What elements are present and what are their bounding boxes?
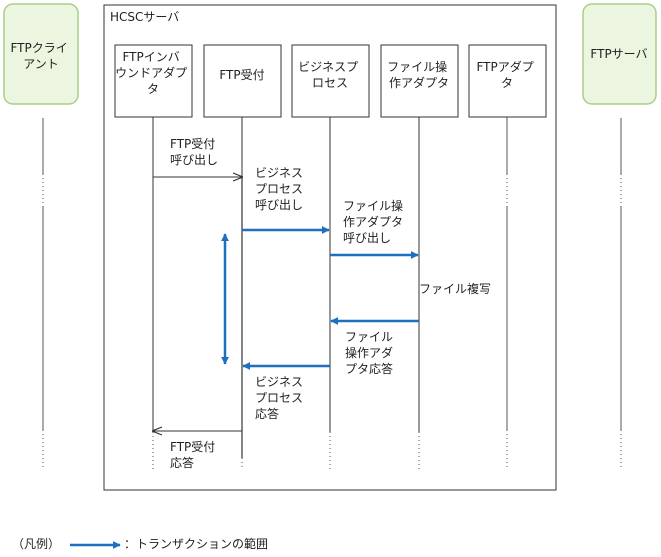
msg2-line3: 呼び出し [255,198,303,212]
legend-prefix: （凡例） [12,537,60,551]
container-title: HCSCサーバ [110,10,179,24]
msg3-line2: 作アダプタ [343,214,403,229]
component-inbound-label-1: FTPインバ [122,50,179,64]
msg3-line1: ファイル操 [343,198,403,213]
msg2-line2: プロセス [255,182,303,196]
component-inbound-label-2: ウンドアダプ [115,65,187,80]
actor-ftp-client-label-2: アント [23,57,59,71]
svg-text:FTPクライ アント: FTPクライ アント [10,41,71,71]
component-inbound-label-3: タ [147,82,159,96]
msg1-line1: FTP受付 [170,137,215,151]
component-process-label-2: ロセス [312,76,348,90]
svg-text:ビジネスプ ロセス: ビジネスプ ロセス [298,60,362,90]
component-business-process: ビジネスプ ロセス [291,44,370,118]
message-ftp-receive-response: FTP受付 応答 [170,440,219,470]
component-inbound-adapter: FTPインバ ウンドアダプ タ [114,44,193,118]
component-file-operation-adapter: ファイル操 作アダプタ [380,44,459,118]
legend: （凡例） ：トランザクションの範囲 [12,536,268,551]
svg-text:FTPインバ ウンドアダプ タ: FTPインバ ウンドアダプ タ [115,50,191,96]
svg-text:FTP受付: FTP受付 [219,68,264,82]
message-fileop-call: ファイル操 作アダプタ 呼び出し [343,198,407,245]
msg4-line1: ファイル [345,330,393,344]
svg-text:FTPサーバ: FTPサーバ [590,47,647,61]
component-ftp-adapter: FTPアダプ タ [468,44,547,118]
msg4-line2: 操作アダ [345,345,393,360]
component-reception-label-1: FTP受付 [219,68,264,82]
msg2-line1: ビジネス [255,166,303,180]
message-file-copy: ファイル複写 [419,281,491,296]
msg4-line3: プタ応答 [345,361,393,376]
msg5-line3: 応答 [255,406,279,421]
component-process-label-1: ビジネスプ [298,60,358,74]
component-ftp-reception: FTP受付 [203,44,282,118]
msg3-line3: 呼び出し [343,231,391,245]
component-ftpadapter-label-1: FTPアダプ [476,59,533,74]
component-fileop-label-1: ファイル操 [387,59,447,74]
msg5-line1: ビジネス [255,375,303,389]
legend-text: ：トランザクションの範囲 [124,536,268,551]
msg1-line2: 呼び出し [170,153,218,167]
actor-ftp-server-label-1: FTPサーバ [590,47,647,61]
msg5-line2: プロセス [255,391,303,405]
actor-ftp-server: FTPサーバ [582,3,657,105]
message-ftp-receive-call: FTP受付 呼び出し [170,137,219,167]
svg-text:ファイル操 作アダプタ: ファイル操 作アダプタ [387,59,451,90]
msg6-line2: 応答 [170,455,194,470]
component-fileop-label-2: 作アダプタ [389,75,449,90]
message-fileop-response: ファイル 操作アダ プタ応答 [345,330,397,376]
svg-text:FTPアダプ タ: FTPアダプ タ [476,59,537,90]
msg6-line1: FTP受付 [170,440,215,454]
message-process-response: ビジネス プロセス 応答 [255,375,307,421]
actor-ftp-client: FTPクライ アント [3,3,79,105]
actor-ftp-client-label-1: FTPクライ [10,41,67,55]
message-process-call: ビジネス プロセス 呼び出し [255,166,307,212]
component-ftpadapter-label-2: タ [501,76,513,90]
